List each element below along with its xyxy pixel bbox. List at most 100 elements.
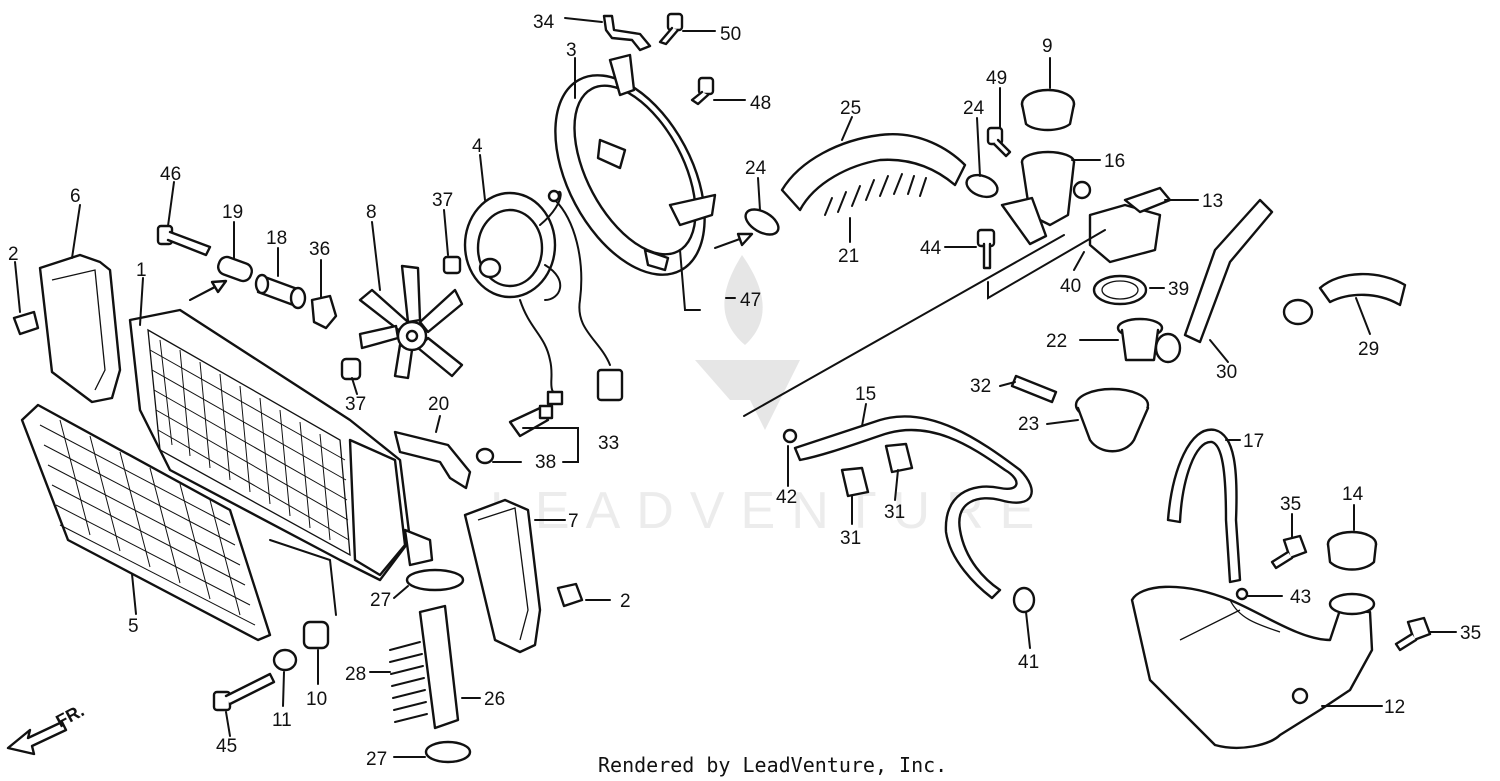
part-hose-29	[1282, 272, 1407, 326]
part-wiring-harness	[519, 189, 624, 406]
part-hose-30	[1183, 198, 1274, 344]
callout-1: 1	[136, 260, 147, 281]
part-grommet-18	[254, 273, 307, 310]
part-clip-31-left	[840, 466, 870, 498]
callout-38: 38	[535, 452, 556, 473]
part-clamp-24-left	[744, 208, 780, 236]
part-collar-19	[217, 255, 253, 283]
part-sensor-32	[1010, 374, 1058, 404]
callout-29: 29	[1358, 339, 1379, 360]
part-thermostat-housing-23	[1074, 332, 1182, 453]
callout-27a: 27	[370, 590, 391, 611]
part-bolt-50	[658, 12, 684, 46]
part-washer-11	[272, 648, 298, 672]
callout-2a: 2	[8, 244, 19, 265]
part-grille-5	[20, 403, 272, 642]
callout-17: 17	[1243, 431, 1264, 452]
callout-39: 39	[1168, 279, 1189, 300]
callout-48: 48	[750, 93, 771, 114]
part-side-cover-7	[463, 498, 542, 654]
part-thermostat-cover-13	[1088, 186, 1172, 264]
callout-5: 5	[128, 616, 139, 637]
front-direction-indicator: FR.	[6, 700, 87, 756]
callout-12: 12	[1384, 697, 1405, 718]
callout-8: 8	[366, 202, 377, 223]
part-clamp-24-right	[965, 173, 999, 199]
part-bolt-48	[690, 76, 715, 106]
part-bracket-20	[393, 430, 472, 490]
watermark-text: LEADVENTURE	[490, 482, 1050, 540]
callout-11: 11	[272, 710, 292, 731]
part-clip-41	[1012, 586, 1036, 614]
part-fan-shroud-3	[554, 53, 717, 276]
callout-28: 28	[345, 664, 366, 685]
part-reserve-tank-12	[1130, 585, 1376, 749]
callout-49: 49	[986, 68, 1007, 89]
callout-50: 50	[720, 24, 741, 45]
part-reserve-cap-14	[1326, 530, 1378, 571]
callout-36: 36	[309, 239, 330, 260]
callout-43: 43	[1290, 587, 1311, 608]
part-fan-motor-4	[463, 190, 562, 301]
assembly-arrows	[189, 232, 754, 301]
callout-21: 21	[838, 246, 859, 267]
callout-44: 44	[920, 238, 942, 259]
callout-7: 7	[568, 511, 579, 532]
callout-35b: 35	[1460, 623, 1481, 644]
part-hose-25	[780, 133, 967, 212]
callout-26: 26	[484, 689, 505, 710]
part-cap-nut-36	[310, 294, 338, 330]
callout-46: 46	[160, 164, 181, 185]
callout-14: 14	[1342, 484, 1364, 505]
callout-labels: 34 50 3 48 25 9 49 24 24 16 13 4 46 6 19…	[8, 12, 1481, 770]
part-thermostat-22	[1116, 317, 1164, 362]
callout-45: 45	[216, 736, 237, 757]
callout-6: 6	[70, 186, 81, 207]
callout-27b: 27	[366, 749, 387, 770]
part-washer-38	[475, 447, 495, 465]
part-spring-28	[389, 641, 428, 723]
callout-24a: 24	[963, 98, 985, 119]
part-side-cover-6	[38, 253, 122, 404]
callout-37b: 37	[345, 394, 366, 415]
callout-19: 19	[222, 202, 243, 223]
callout-37a: 37	[432, 190, 453, 211]
callout-20: 20	[428, 394, 449, 415]
callout-4: 4	[472, 136, 483, 157]
callout-40: 40	[1060, 276, 1081, 297]
part-bolt-44	[976, 228, 996, 270]
callout-42: 42	[776, 487, 797, 508]
part-filler-neck-16	[1000, 150, 1092, 246]
callout-18: 18	[266, 228, 287, 249]
part-bolt-49	[986, 126, 1012, 158]
part-radiator-cap-9	[1020, 88, 1076, 132]
part-clamp-27-lower	[424, 740, 472, 764]
callout-47: 47	[740, 290, 761, 311]
callout-9: 9	[1042, 36, 1053, 57]
callout-25: 25	[840, 98, 861, 119]
footer-credit: Rendered by LeadVenture, Inc.	[598, 753, 947, 777]
callout-24b: 24	[745, 158, 767, 179]
part-bolt-2-left	[12, 310, 40, 336]
part-bolt-35-upper	[1270, 534, 1308, 570]
part-switch-33	[508, 404, 554, 438]
callout-22: 22	[1046, 331, 1067, 352]
callout-41: 41	[1018, 652, 1039, 673]
part-clamp-27-upper	[405, 568, 465, 592]
part-gasket-39	[1092, 274, 1148, 306]
part-clip-31-right	[884, 442, 914, 474]
part-bolt-46	[156, 224, 212, 257]
callout-35a: 35	[1280, 494, 1301, 515]
callout-16: 16	[1104, 151, 1125, 172]
callout-13: 13	[1202, 191, 1223, 212]
callout-10: 10	[306, 689, 327, 710]
part-bolt-45	[212, 672, 276, 712]
part-bolt-2-right	[556, 582, 584, 608]
part-nut-37-lower	[340, 357, 362, 381]
leadventure-watermark: LEADVENTURE	[490, 255, 1050, 540]
callout-23: 23	[1018, 414, 1039, 435]
part-spring-21	[824, 173, 927, 216]
callout-15: 15	[855, 384, 876, 405]
part-hose-15	[793, 415, 1033, 600]
